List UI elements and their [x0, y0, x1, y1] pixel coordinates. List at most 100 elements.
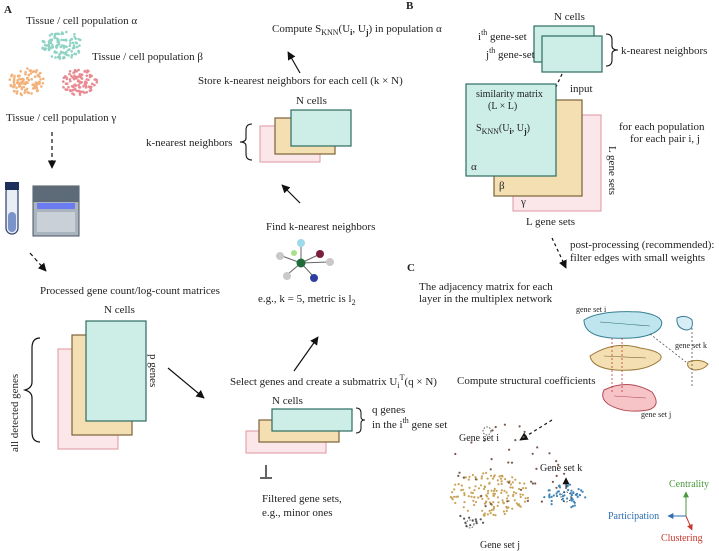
scatter-point — [469, 524, 472, 527]
cell-dot — [23, 91, 27, 94]
cell-dot — [71, 85, 75, 89]
cell-dot — [30, 92, 33, 95]
scatter-point — [457, 474, 460, 477]
scatter-point — [480, 494, 483, 498]
cell-dot — [41, 39, 45, 43]
cell-dot — [22, 78, 25, 81]
tissue-beta-label: Tissue / cell population β — [92, 51, 203, 63]
scatter-point — [536, 446, 539, 449]
scatter-point — [515, 502, 518, 505]
cell-dot — [12, 79, 16, 82]
scatter-point — [474, 485, 477, 488]
scatter-point — [480, 475, 483, 478]
gene-set-i-layer: gene set i — [576, 305, 607, 314]
cell-dot — [70, 37, 73, 41]
cell-dot — [62, 85, 65, 89]
clustering-label: Clustering — [661, 533, 703, 544]
scatter-point — [503, 423, 506, 426]
scatter-point — [514, 478, 517, 481]
scatter-point — [561, 497, 565, 500]
cell-dot — [50, 32, 54, 36]
matrix-alpha — [85, 320, 147, 422]
b-jth-geneset-matrix — [541, 35, 603, 73]
scatter-point — [471, 519, 474, 522]
cell-dot — [77, 37, 80, 41]
postproc-line1: post-processing (recommended): — [570, 239, 714, 251]
cell-dot — [65, 53, 68, 56]
processed-matrices-label: Processed gene count/log-count matrices — [40, 285, 220, 297]
cell-dot — [31, 70, 34, 74]
cell-dot — [68, 44, 72, 48]
scatter-point — [488, 509, 491, 512]
cell-dot — [35, 89, 39, 92]
cell-dot — [31, 83, 35, 86]
cell-dot — [12, 85, 15, 89]
cell-dot — [77, 89, 81, 93]
cell-dot — [75, 69, 78, 73]
scatter-point — [521, 493, 525, 496]
scatter-point — [483, 487, 486, 491]
scatter-point — [522, 436, 525, 439]
cell-cluster-beta — [8, 67, 45, 97]
scatter-point — [551, 480, 555, 483]
scatter-point — [523, 482, 526, 485]
scatter-point — [502, 510, 505, 513]
cell-dot — [39, 71, 42, 75]
scatter-point — [499, 477, 503, 480]
cell-dot — [64, 38, 68, 42]
cell-dot — [87, 78, 90, 82]
scatter-gene-set-i: Gene set i — [459, 433, 499, 444]
cell-dot — [87, 70, 90, 73]
scatter-point — [570, 494, 574, 497]
scatter-point — [518, 487, 521, 491]
panel-a-label: A — [4, 4, 12, 16]
scatter-point — [577, 488, 580, 491]
scatter-point — [488, 482, 491, 485]
scatter-point — [566, 497, 569, 500]
store-n-cells-label: N cells — [296, 95, 327, 107]
scatter-point — [500, 482, 503, 485]
scatter-point — [462, 476, 465, 479]
cell-dot — [78, 73, 82, 76]
scatter-point — [530, 480, 533, 483]
scatter-point — [473, 496, 476, 499]
scatter-point — [526, 496, 530, 500]
scatter-point — [557, 463, 560, 466]
scatter-point — [467, 478, 470, 481]
cell-dot — [68, 78, 72, 81]
scatter-point — [500, 489, 503, 492]
cell-dot — [59, 45, 63, 49]
input-label: input — [570, 83, 593, 95]
scatter-point — [453, 488, 456, 491]
cell-dot — [70, 74, 73, 78]
cell-dot — [44, 47, 47, 50]
scatter-point — [522, 487, 525, 490]
scatter-point — [531, 452, 534, 455]
scatter-point — [498, 475, 501, 478]
scatter-point — [584, 496, 587, 499]
cell-dot — [34, 70, 38, 74]
scatter-point — [497, 501, 500, 504]
scatter-point — [573, 501, 576, 504]
all-genes-brace — [22, 337, 41, 443]
scatter-point — [518, 482, 521, 485]
cell-dot — [73, 77, 76, 80]
b-knn-label: k-nearest neighbors — [621, 45, 707, 57]
scatter-point — [483, 439, 486, 442]
scatter-point — [481, 509, 484, 512]
cell-dot — [16, 74, 20, 78]
cell-dot — [71, 41, 75, 45]
scatter-point — [460, 484, 463, 487]
cell-dot — [62, 80, 65, 83]
arrow-select-to-knn — [293, 336, 319, 372]
cell-dot — [81, 90, 85, 94]
tissue-alpha-label: Tissue / cell population α — [26, 15, 137, 27]
scatter-point — [509, 486, 512, 489]
cell-cluster-gamma — [62, 68, 99, 96]
cell-dot — [65, 45, 68, 49]
scatter-point — [523, 430, 526, 433]
cell-dot — [30, 78, 33, 81]
cell-dot — [89, 86, 93, 90]
cell-dot — [28, 69, 32, 72]
scatter-point — [459, 514, 462, 518]
